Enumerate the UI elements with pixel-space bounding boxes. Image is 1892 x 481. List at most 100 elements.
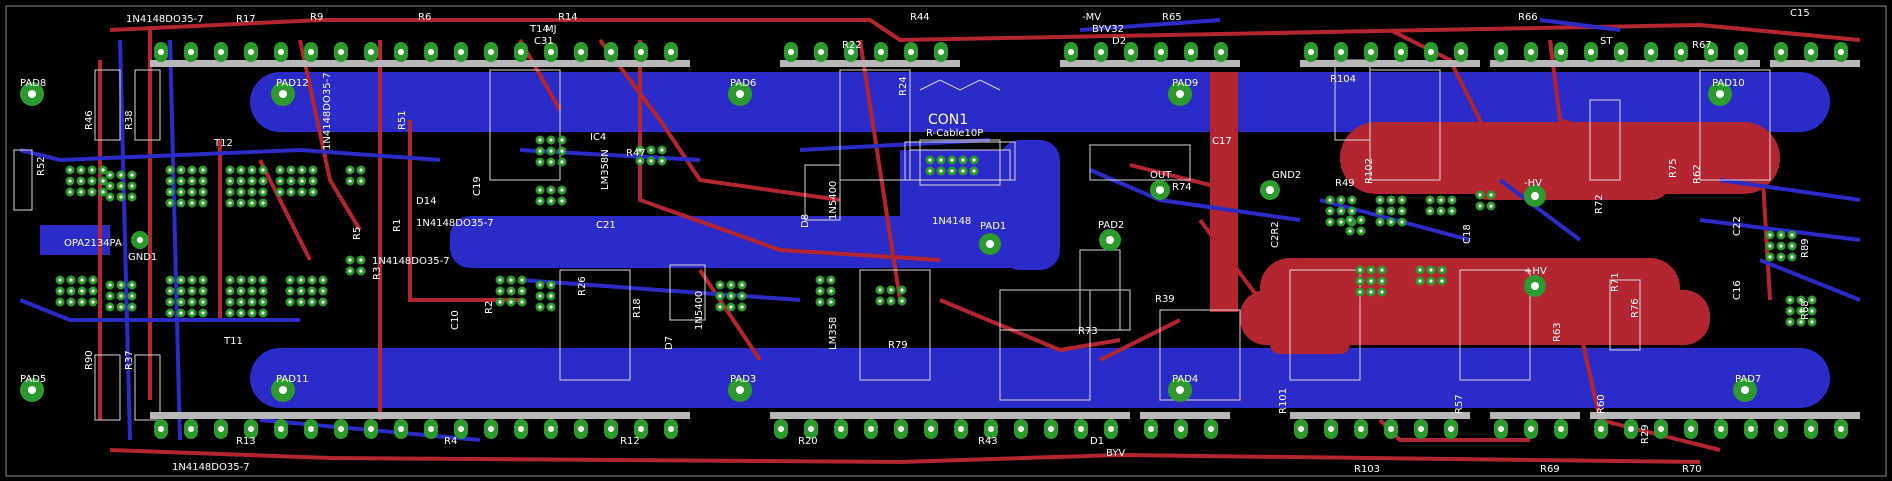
transistor-pads bbox=[240, 42, 330, 67]
transistor-pads bbox=[1770, 42, 1860, 67]
label-r89: R89 bbox=[1800, 238, 1811, 258]
label-r13: R13 bbox=[236, 436, 256, 447]
label-hv-plus: +HV bbox=[1524, 266, 1547, 277]
label-pad2: PAD2 bbox=[1098, 220, 1124, 231]
label-r38: R38 bbox=[124, 110, 135, 130]
transistor-pads bbox=[1670, 42, 1760, 67]
label-r57: R57 bbox=[1454, 394, 1465, 414]
transistor-pads bbox=[1770, 412, 1860, 439]
label-r70: R70 bbox=[1682, 464, 1702, 475]
label-c18: C18 bbox=[1462, 224, 1473, 244]
label-r69: R69 bbox=[1540, 464, 1560, 475]
transistor-pads bbox=[1060, 42, 1150, 67]
label-r47: R47 bbox=[626, 148, 646, 159]
label-r43: R43 bbox=[978, 436, 998, 447]
transistor-pads bbox=[330, 42, 420, 67]
label-pad3: PAD3 bbox=[730, 374, 756, 385]
label-r1: R1 bbox=[392, 219, 403, 232]
pad-rows bbox=[150, 42, 1860, 439]
label-byv-bot: BYV bbox=[1106, 448, 1125, 459]
transistor-pads bbox=[1040, 412, 1130, 439]
label-r62: R62 bbox=[1692, 164, 1703, 184]
label-pad1: PAD1 bbox=[980, 221, 1006, 232]
label-t14: T14 bbox=[529, 24, 549, 35]
transistor-pads bbox=[150, 412, 240, 439]
label-c2r2: C2R2 bbox=[1270, 221, 1281, 248]
transistor-pads bbox=[1150, 42, 1240, 67]
label-pad10: PAD10 bbox=[1712, 78, 1745, 89]
label-c21: C21 bbox=[596, 220, 616, 231]
label-d14-ref: D14 bbox=[416, 196, 436, 207]
label-r75: R75 bbox=[1668, 158, 1679, 178]
label-d2: D2 bbox=[1112, 36, 1126, 47]
label-lm2: LM358 bbox=[828, 317, 839, 350]
label-r90: R90 bbox=[84, 350, 95, 370]
label-r2: R2 bbox=[484, 301, 495, 314]
label-opa: OPA2134PA bbox=[64, 238, 122, 249]
label-pad7: PAD7 bbox=[1735, 374, 1761, 385]
label-r52: R52 bbox=[36, 156, 47, 176]
transistor-pads bbox=[240, 412, 330, 439]
label-r101: R101 bbox=[1278, 388, 1289, 414]
transistor-pads bbox=[870, 42, 960, 67]
label-r22: R22 bbox=[842, 40, 862, 51]
label-ic4: IC4 bbox=[590, 132, 606, 143]
label-d14b: 1N4148DO35-7 bbox=[372, 256, 450, 267]
label-r66: R66 bbox=[1518, 12, 1538, 23]
label-gnd: GND2 bbox=[1272, 170, 1301, 181]
label-mj: MJ bbox=[545, 24, 557, 35]
transistor-pads bbox=[1390, 42, 1480, 67]
transistor-pads bbox=[1590, 412, 1680, 439]
label-c31: C31 bbox=[534, 36, 554, 47]
label-c10: C10 bbox=[450, 310, 461, 330]
mounting-pads bbox=[20, 82, 1757, 402]
label-r9: R9 bbox=[310, 12, 323, 23]
transistor-pads bbox=[1680, 412, 1770, 439]
label-r18: R18 bbox=[632, 298, 643, 318]
label-d8-part: 1N5400 bbox=[828, 181, 839, 220]
transistor-pads bbox=[950, 412, 1040, 439]
transistor-pads bbox=[420, 42, 510, 67]
top-traces bbox=[98, 18, 1861, 465]
label-r20: R20 bbox=[798, 436, 818, 447]
label-c17: C17 bbox=[1212, 136, 1232, 147]
label-r102: R102 bbox=[1364, 158, 1375, 184]
label-con1-type: R-Cable10P bbox=[926, 128, 983, 139]
label-pad5: PAD5 bbox=[20, 374, 46, 385]
label-hv-minus: -HV bbox=[1524, 178, 1542, 189]
label-r17: R17 bbox=[236, 14, 256, 25]
transistor-pads bbox=[1490, 412, 1580, 439]
label-lm: LM358N bbox=[600, 149, 611, 190]
board-outline bbox=[5, 5, 1887, 477]
label-r51: R51 bbox=[397, 110, 408, 130]
label-r5: R5 bbox=[352, 227, 363, 240]
label-r4: R4 bbox=[444, 436, 457, 447]
label-gnd1: GND1 bbox=[128, 252, 157, 263]
label-st: ST bbox=[1600, 36, 1613, 47]
label-out: OUT bbox=[1150, 170, 1172, 181]
label-t12: T12 bbox=[213, 138, 233, 149]
label-d8: D8 bbox=[800, 214, 811, 228]
label-r65: R65 bbox=[1162, 12, 1182, 23]
transistor-pads bbox=[510, 412, 600, 439]
label-r68: R68 bbox=[1800, 300, 1811, 320]
transistor-pads bbox=[770, 412, 860, 439]
label-r63: R63 bbox=[1552, 322, 1563, 342]
label-c22: C22 bbox=[1732, 216, 1743, 236]
label-c16: C16 bbox=[1732, 280, 1743, 300]
transistor-pads bbox=[1290, 412, 1380, 439]
label-r26: R26 bbox=[577, 276, 588, 296]
label-r12: R12 bbox=[620, 436, 640, 447]
label-d35-top: 1N4148DO35-7 bbox=[126, 14, 204, 25]
label-r6: R6 bbox=[418, 12, 431, 23]
label-d18: 1N4148 bbox=[932, 216, 971, 227]
transistor-pads bbox=[330, 412, 420, 439]
label-d7: D7 bbox=[664, 336, 675, 350]
transistor-pads bbox=[860, 412, 950, 439]
transistor-pads bbox=[780, 42, 870, 67]
small-pads bbox=[55, 135, 1817, 327]
transistor-pads bbox=[150, 42, 240, 67]
label-r60: R60 bbox=[1596, 394, 1607, 414]
label-r46: R46 bbox=[84, 110, 95, 130]
